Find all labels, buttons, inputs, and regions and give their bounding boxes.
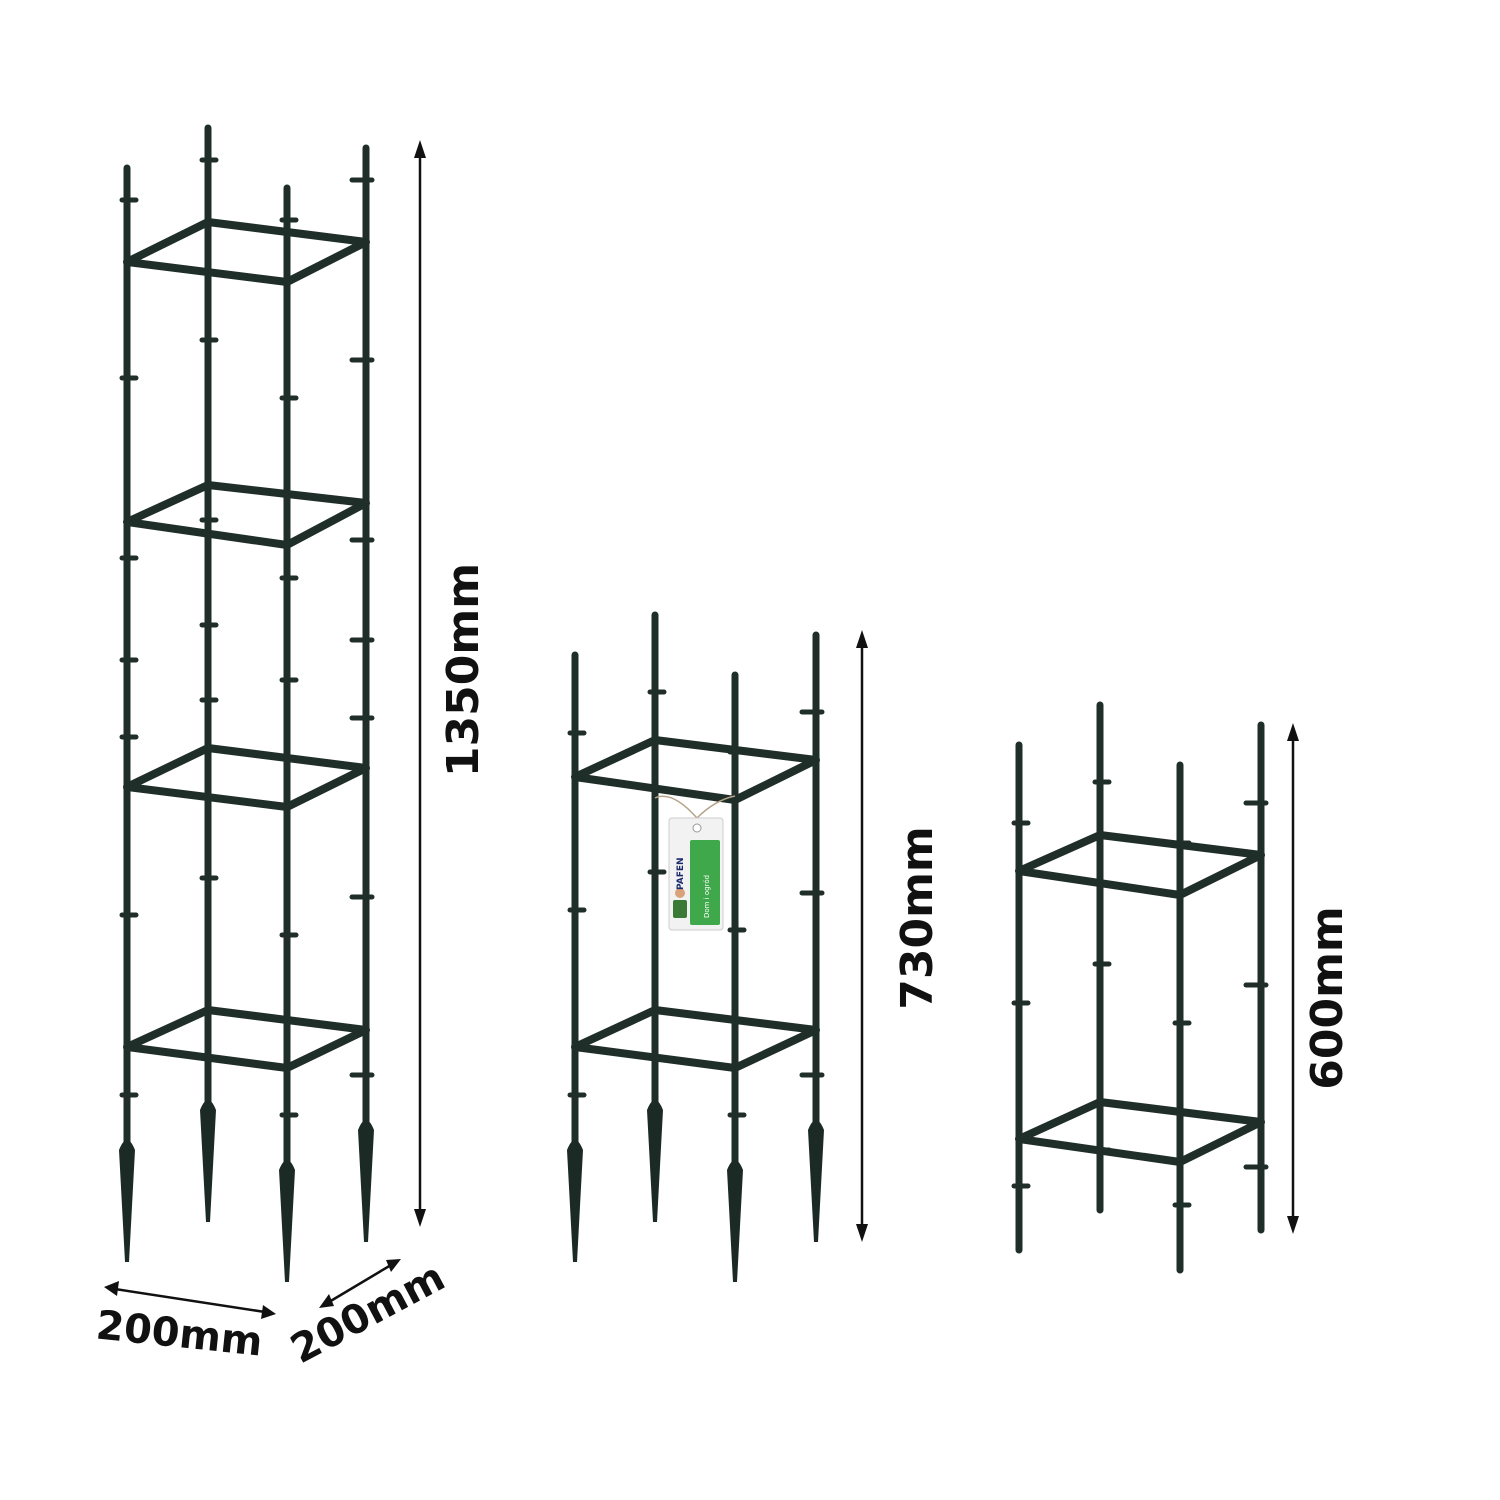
dimension-lines — [104, 140, 1299, 1319]
tag-caption: Dom i ogród — [703, 875, 711, 918]
short-height-label: 600mm — [1302, 906, 1353, 1090]
tag-brand-label: PAFEN — [676, 857, 686, 890]
tall-height-label: 1350mm — [438, 563, 489, 777]
short-trellis — [1011, 701, 1269, 1274]
product-tag: PAFEN Dom i ogród — [654, 795, 736, 931]
tall-trellis — [119, 124, 375, 1282]
mid-trellis: PAFEN Dom i ogród — [567, 611, 825, 1282]
mid-height-label: 730mm — [892, 826, 943, 1010]
depth-label: 200mm — [283, 1254, 452, 1373]
width-label: 200mm — [94, 1302, 265, 1365]
